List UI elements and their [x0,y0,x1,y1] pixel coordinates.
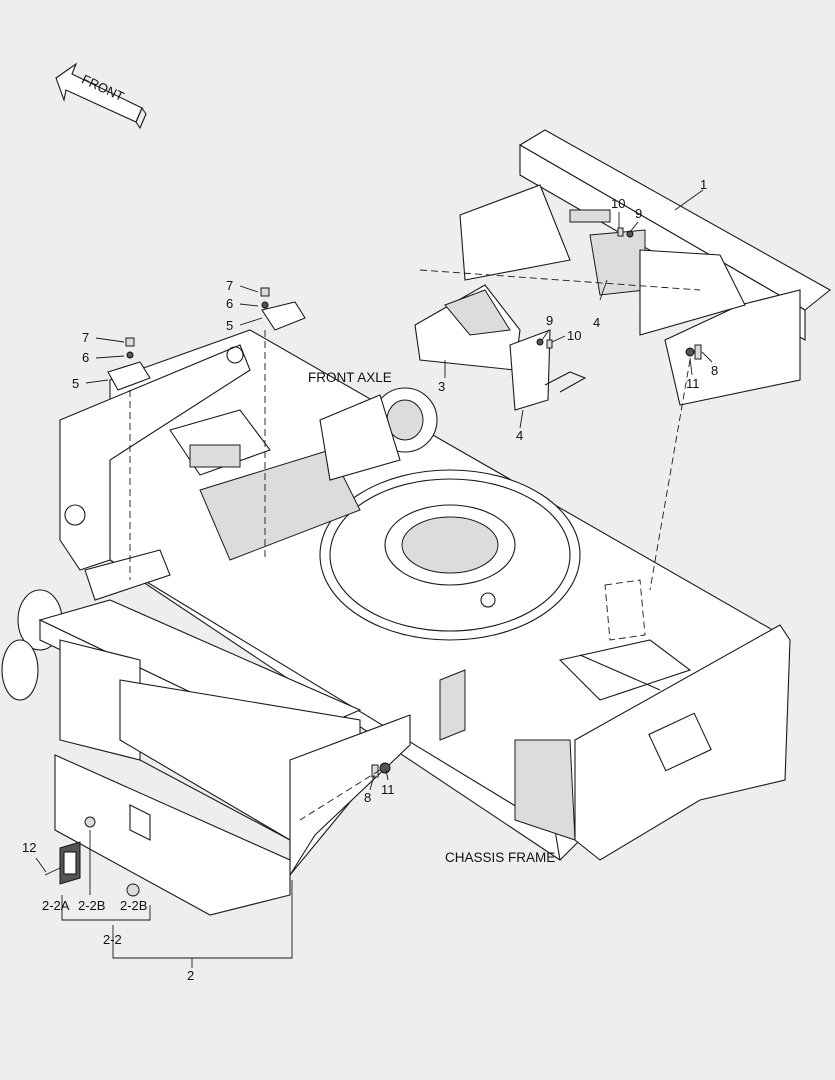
front-axle [1,387,438,701]
bolt-8-lower [371,764,379,778]
mud-guard-3 [414,284,521,371]
callout-2-2b-right: 2-2B [120,898,147,913]
cover-plate-4 [509,329,587,411]
bolt-10-mid [546,339,553,349]
front-bracket [59,344,251,601]
front-step-2 [38,599,411,877]
caption-chassis-frame: CHASSIS FRAME [445,850,555,865]
callout-12: 12 [22,840,36,855]
leader-lines [35,189,713,968]
callout-4-top: 4 [593,315,600,330]
bolt-8-right [694,344,702,360]
callout-6-top: 6 [226,296,233,311]
callout-6-left: 6 [82,350,89,365]
callout-5-top: 5 [226,318,233,333]
callout-7-top: 7 [226,278,233,293]
swing-ring [319,469,581,641]
callout-3: 3 [438,379,445,394]
assembly-dashes [129,269,701,821]
callout-10-top: 10 [611,196,625,211]
washer-11-right [685,347,695,357]
plate-5-top [260,287,306,331]
washer-11-lower [379,762,391,774]
callout-2-2b-left: 2-2B [78,898,105,913]
callout-11-lower: 11 [381,782,395,797]
callout-7-left: 7 [82,330,89,345]
callout-8-right: 8 [711,363,718,378]
nut-9-mid [536,338,544,346]
bolt-10-top [617,227,624,237]
callout-2-2: 2-2 [103,932,122,947]
front-arrow-icon: FRONT [55,62,147,130]
callout-9-top: 9 [635,206,642,221]
callout-11-right: 11 [686,376,700,391]
cover-panel-2-2 [44,754,291,916]
caption-front-axle: FRONT AXLE [308,370,392,385]
nut-9-top [626,230,634,238]
callout-1: 1 [700,177,707,192]
callout-4-mid: 4 [516,428,523,443]
callout-2-2a: 2-2A [42,898,70,913]
callout-8-lower: 8 [364,790,371,805]
callout-5-left: 5 [72,376,79,391]
callout-9-mid: 9 [546,313,553,328]
rear-step-1 [459,129,831,406]
callout-10-mid: 10 [567,328,581,343]
plate-5-left [107,337,151,391]
callout-2: 2 [187,968,194,983]
